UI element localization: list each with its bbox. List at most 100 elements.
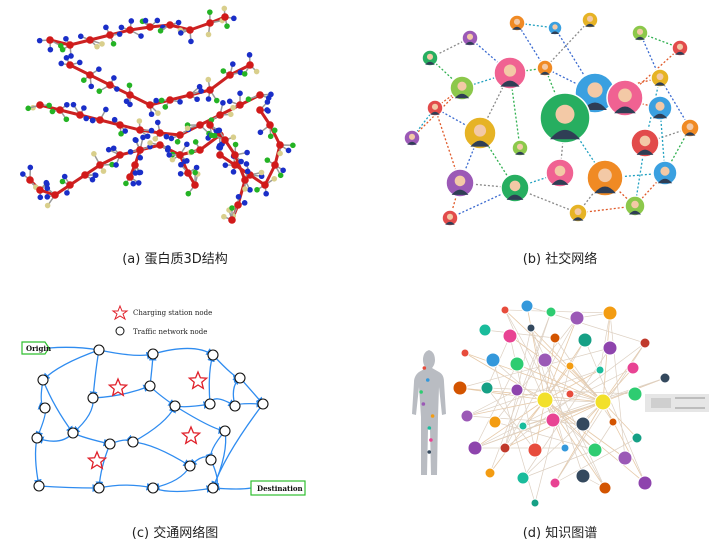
traffic-edge bbox=[132, 404, 176, 443]
protein-atom bbox=[230, 134, 237, 141]
protein-backbone-atom bbox=[56, 106, 64, 114]
protein-atom bbox=[122, 128, 129, 134]
protein-atom bbox=[174, 138, 181, 145]
protein-atom bbox=[111, 75, 117, 81]
charging-station-star-icon bbox=[187, 370, 209, 390]
protein-atom bbox=[123, 98, 130, 105]
kg-entity-node-icon bbox=[480, 381, 494, 395]
kg-entity-node-icon bbox=[452, 380, 468, 396]
person-avatar-icon bbox=[441, 209, 459, 227]
protein-backbone-atom bbox=[216, 151, 224, 159]
protein-atom bbox=[267, 133, 274, 140]
protein-atom bbox=[59, 46, 66, 53]
protein-backbone-atom bbox=[126, 26, 134, 34]
traffic-edge bbox=[152, 347, 215, 356]
protein-atom bbox=[96, 66, 102, 72]
social-network-figure bbox=[403, 11, 700, 227]
protein-atom bbox=[198, 88, 204, 94]
traffic-node bbox=[93, 344, 105, 356]
protein-atom bbox=[237, 69, 244, 76]
kg-entity-node-icon bbox=[627, 386, 643, 402]
protein-backbone-atom bbox=[256, 91, 264, 99]
traffic-node bbox=[229, 400, 241, 412]
protein-atom bbox=[144, 133, 151, 140]
destination-label: Destination bbox=[257, 484, 303, 493]
legend-node-icon bbox=[115, 326, 125, 336]
protein-atom bbox=[271, 127, 278, 134]
protein-atom bbox=[192, 139, 199, 145]
protein-backbone-atom bbox=[276, 141, 284, 149]
social-network-panel bbox=[400, 8, 710, 230]
protein-atom bbox=[211, 132, 218, 139]
protein-backbone-atom bbox=[231, 151, 239, 159]
protein-backbone-atom bbox=[226, 71, 234, 79]
person-avatar-icon bbox=[630, 128, 660, 158]
protein-backbone-atom bbox=[106, 31, 114, 39]
protein-atom bbox=[103, 106, 109, 113]
protein-atom bbox=[128, 18, 135, 24]
traffic-edge bbox=[152, 485, 215, 493]
kg-entity-node-icon bbox=[500, 305, 510, 315]
knowledge-graph-figure bbox=[412, 299, 709, 508]
protein-atom bbox=[184, 158, 190, 164]
protein-atom bbox=[164, 147, 171, 153]
protein-backbone-atom bbox=[166, 96, 174, 104]
protein-atom bbox=[227, 111, 234, 118]
traffic-node bbox=[87, 392, 99, 404]
protein-atom bbox=[148, 127, 155, 134]
protein-atom bbox=[221, 213, 227, 220]
traffic-edge bbox=[211, 403, 264, 490]
kg-body-dot bbox=[425, 378, 430, 382]
kg-body-dot bbox=[422, 366, 427, 370]
protein-atom bbox=[123, 180, 129, 187]
protein-atom bbox=[154, 17, 161, 24]
kg-edge bbox=[489, 399, 546, 474]
protein-atom bbox=[194, 96, 200, 103]
protein-atom bbox=[76, 59, 83, 66]
kg-edge bbox=[504, 309, 611, 314]
protein-atom bbox=[166, 152, 173, 158]
person-avatar-icon bbox=[511, 139, 529, 157]
protein-atom bbox=[221, 5, 228, 12]
protein-atom bbox=[213, 97, 220, 104]
protein-atom bbox=[241, 71, 248, 77]
protein-atom bbox=[216, 127, 223, 134]
protein-atom bbox=[63, 116, 70, 123]
protein-atom bbox=[47, 46, 54, 53]
person-avatar-icon bbox=[500, 173, 530, 203]
protein-atom bbox=[153, 97, 159, 104]
kg-entity-node-icon bbox=[626, 361, 640, 375]
protein-atom bbox=[91, 150, 97, 157]
protein-backbone-atom bbox=[131, 161, 139, 169]
traffic-node bbox=[169, 400, 181, 412]
person-avatar-icon bbox=[421, 49, 439, 67]
caption-social: (b) 社交网络 bbox=[522, 252, 598, 267]
traffic-edge bbox=[38, 484, 101, 492]
person-avatar-icon bbox=[445, 168, 475, 198]
kg-body-dot bbox=[419, 390, 423, 394]
person-avatar-icon bbox=[508, 14, 526, 32]
person-avatar-icon bbox=[581, 11, 599, 29]
protein-atom bbox=[37, 194, 44, 201]
protein-atom bbox=[68, 53, 74, 59]
protein-backbone-atom bbox=[241, 176, 249, 184]
kg-edge bbox=[530, 327, 566, 449]
kg-entity-node-icon bbox=[631, 432, 643, 444]
person-avatar-icon bbox=[568, 203, 588, 223]
kg-entity-node-icon bbox=[526, 323, 536, 333]
origin-box: Origin bbox=[21, 341, 51, 355]
protein-atom bbox=[110, 145, 117, 152]
protein-atom bbox=[138, 33, 144, 39]
protein-atom bbox=[244, 168, 251, 175]
person-avatar-icon bbox=[650, 68, 670, 88]
protein-atom bbox=[70, 101, 77, 108]
kg-edge bbox=[494, 421, 596, 451]
kg-entity-node-icon bbox=[608, 417, 618, 427]
kg-entity-node-icon bbox=[587, 442, 603, 458]
protein-backbone-atom bbox=[76, 111, 84, 119]
kg-entity-node-icon bbox=[545, 412, 561, 428]
social-edge bbox=[514, 187, 579, 214]
protein-atom bbox=[220, 100, 226, 106]
protein-backbone-atom bbox=[146, 101, 154, 109]
traffic-edge bbox=[98, 482, 155, 491]
